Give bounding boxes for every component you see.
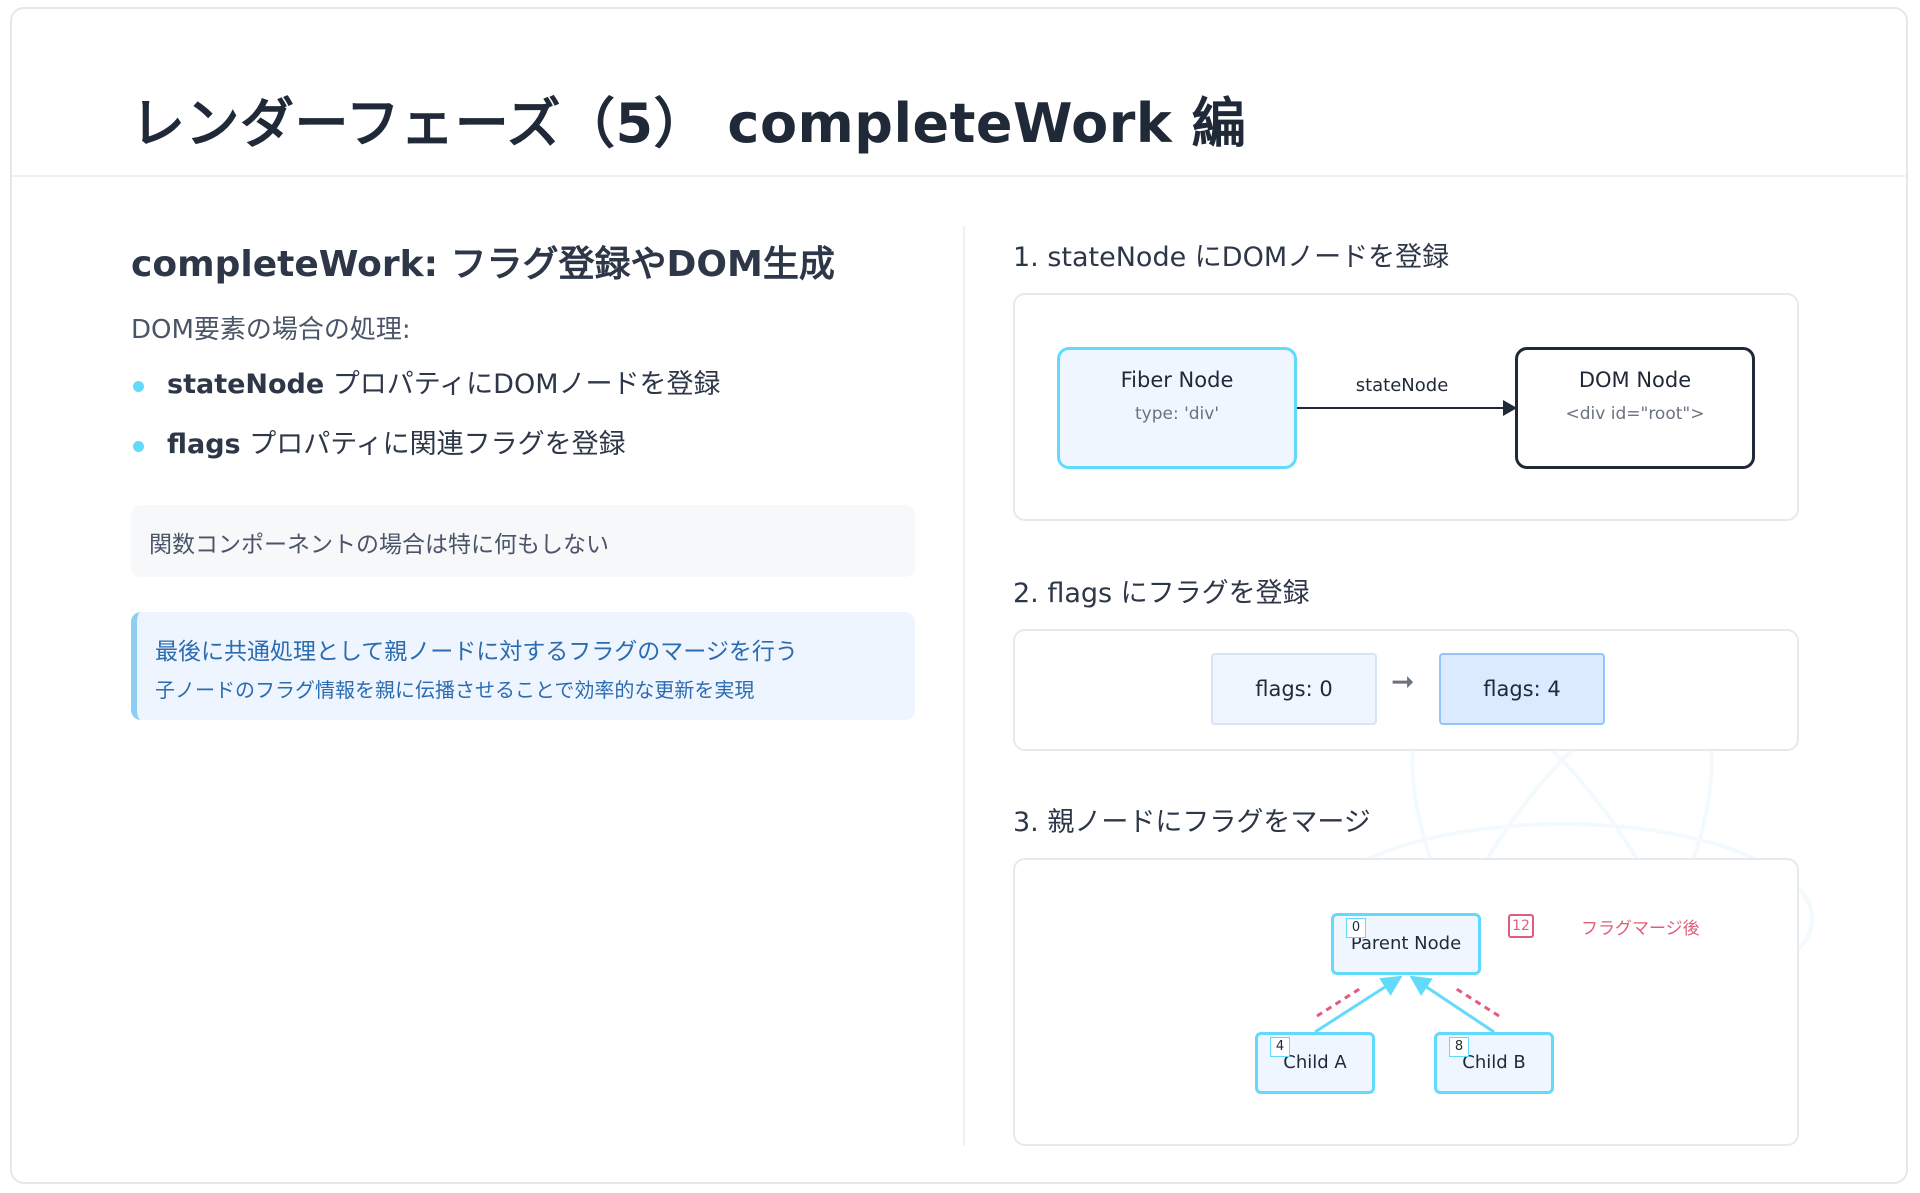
slide-header: レンダーフェーズ（5） completeWork 編	[12, 9, 1906, 177]
merge-dash-a	[1316, 986, 1362, 1018]
edge-child-a	[1314, 975, 1403, 1034]
child-a-flag-badge: 4	[1270, 1037, 1290, 1057]
merge-dash-b	[1454, 986, 1500, 1018]
flags-before: flags: 0	[1211, 653, 1377, 725]
column-divider	[963, 226, 965, 1146]
parent-node: 0 Parent Node	[1331, 913, 1481, 975]
statenode-arrow	[1297, 407, 1507, 409]
dom-node: DOM Node <div id="root">	[1515, 347, 1755, 469]
bullet-list: stateNode プロパティにDOMノードを登録 flags プロパティに関連…	[131, 367, 721, 487]
child-b-label: Child B	[1462, 1052, 1526, 1073]
edge-child-b	[1409, 975, 1495, 1034]
flags-after: flags: 4	[1439, 653, 1605, 725]
list-item: stateNode プロパティにDOMノードを登録	[131, 367, 721, 427]
child-b-flag-badge: 8	[1449, 1037, 1469, 1057]
merge-callout: 最後に共通処理として親ノードに対するフラグのマージを行う 子ノードのフラグ情報を…	[131, 612, 915, 720]
section-3-title: 3. 親ノードにフラグをマージ	[1013, 807, 1371, 838]
dom-node-markup: <div id="root">	[1565, 404, 1705, 424]
right-arrow-icon: ➞	[1391, 665, 1415, 698]
child-a-node: 4 Child A	[1255, 1032, 1375, 1094]
section-1-title: 1. stateNode にDOMノードを登録	[1013, 242, 1450, 273]
statenode-diagram: Fiber Node type: 'div' stateNode DOM Nod…	[1013, 293, 1799, 521]
fiber-node-title: Fiber Node	[1120, 368, 1234, 392]
flags-diagram: flags: 0 ➞ flags: 4	[1013, 629, 1799, 751]
parent-flag-badge: 0	[1346, 918, 1366, 938]
fiber-node: Fiber Node type: 'div'	[1057, 347, 1297, 469]
page-title: レンダーフェーズ（5） completeWork 編	[131, 92, 1247, 155]
child-a-label: Child A	[1283, 1052, 1347, 1073]
left-heading: completeWork: フラグ登録やDOM生成	[131, 244, 835, 285]
arrow-head-icon	[1503, 400, 1517, 416]
section-2-title: 2. flags にフラグを登録	[1013, 578, 1310, 609]
bullet-keyword: stateNode	[167, 369, 325, 400]
bullet-dot-icon	[133, 381, 144, 392]
merged-flag-badge: 12	[1508, 914, 1534, 938]
merged-flag-label: フラグマージ後	[1581, 919, 1700, 939]
parent-node-label: Parent Node	[1350, 933, 1462, 954]
tree-edges	[1314, 975, 1500, 1034]
bullet-text: プロパティに関連フラグを登録	[240, 429, 626, 460]
callout-title: 最後に共通処理として親ノードに対するフラグのマージを行う	[155, 639, 798, 665]
list-item: flags プロパティに関連フラグを登録	[131, 427, 721, 487]
child-b-node: 8 Child B	[1434, 1032, 1554, 1094]
left-intro: DOM要素の場合の処理:	[131, 315, 411, 345]
merge-diagram: 0 Parent Node 4 Child A 8 Child B 12 フラグ…	[1013, 858, 1799, 1146]
bullet-dot-icon	[133, 441, 144, 452]
bullet-keyword: flags	[167, 429, 241, 460]
function-component-note: 関数コンポーネントの場合は特に何もしない	[131, 505, 915, 577]
bullet-text: プロパティにDOMノードを登録	[324, 369, 721, 400]
edge-label: stateNode	[1355, 375, 1449, 396]
fiber-node-type: type: 'div'	[1134, 404, 1220, 424]
callout-subtitle: 子ノードのフラグ情報を親に伝播させることで効率的な更新を実現	[155, 678, 755, 702]
dom-node-title: DOM Node	[1578, 368, 1692, 392]
slide: レンダーフェーズ（5） completeWork 編 completeWork:…	[10, 7, 1908, 1184]
